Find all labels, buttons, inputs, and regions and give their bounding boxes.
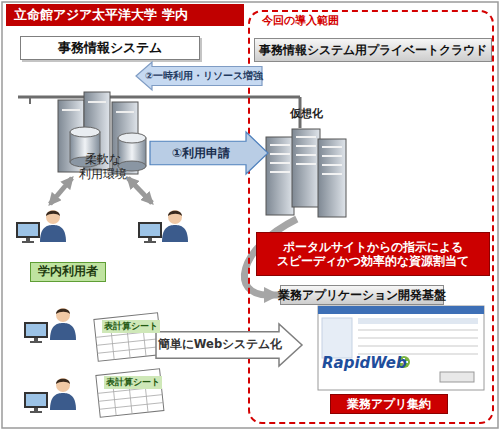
highlight-box: 業務アプリ集約 [330, 394, 448, 414]
block-arrow-node: ①利用申請 [150, 132, 268, 174]
system-box: 事務情報システム [20, 36, 200, 60]
node-text: 業務アプリ集約 [347, 397, 431, 411]
sheet-label: 表計算シート [102, 320, 160, 333]
block-arrow [156, 324, 302, 366]
drive-bay [296, 154, 316, 156]
drive-bay [296, 145, 316, 147]
user-box: 学内利用者 [30, 262, 106, 282]
drive-bay [322, 146, 342, 148]
server-tower [266, 137, 294, 215]
drive-bay [296, 136, 316, 138]
cloud-box: 事務情報システム用プライベートクラウド [254, 38, 492, 62]
drive-bay [270, 171, 290, 173]
server-tower [318, 139, 346, 217]
node-text: 簡単にWebシステム化 [158, 338, 282, 352]
spreadsheet [96, 369, 164, 417]
drive-bay [270, 144, 290, 146]
drive-bay [270, 162, 290, 164]
server-tower [292, 129, 320, 207]
server-rack [266, 129, 346, 217]
node-text: 事務情報システム [58, 40, 162, 56]
drive-bay [270, 153, 290, 155]
access-arrows [50, 178, 152, 204]
drive-bay [322, 173, 342, 175]
block-arrow-node: 簡単にWebシステム化 [155, 323, 303, 367]
title-banner: 立命館アジア太平洋大学 学内 [6, 4, 244, 26]
platform-box: 業務アプリケーション開発基盤 [280, 285, 444, 305]
node-text: 業務アプリケーション開発基盤 [278, 288, 446, 302]
sheet-label: 表計算シート [104, 376, 162, 389]
drive-bay [322, 155, 342, 157]
drive-bay [322, 164, 342, 166]
spreadsheet [94, 313, 162, 361]
web-screenshot [318, 306, 484, 390]
highlight-box: ポータルサイトからの指示による スピーディかつ効率的な資源割当て [256, 232, 490, 276]
server-cluster: 仮想化 [260, 107, 352, 219]
region-heading: 今回の導入範囲 [262, 14, 339, 27]
block-arrow-node: ②一時利用・リソース増強 [136, 62, 262, 90]
node-text: 仮想化 [290, 107, 323, 120]
block-arrow [150, 132, 268, 174]
node-text: 事務情報システム用プライベートクラウド [259, 43, 487, 57]
shape-outline [260, 107, 352, 219]
node-text: ②一時利用・リソース増強 [145, 70, 263, 81]
node-text: 学内利用者 [38, 265, 98, 279]
note-text: 柔軟な 利用環境 [78, 152, 128, 182]
drive-bay [296, 163, 316, 165]
node-text: ポータルサイトからの指示による スピーディかつ効率的な資源割当て [257, 240, 489, 269]
product-logo: RapidWeb [322, 354, 407, 372]
node-text: ①利用申請 [172, 146, 230, 160]
